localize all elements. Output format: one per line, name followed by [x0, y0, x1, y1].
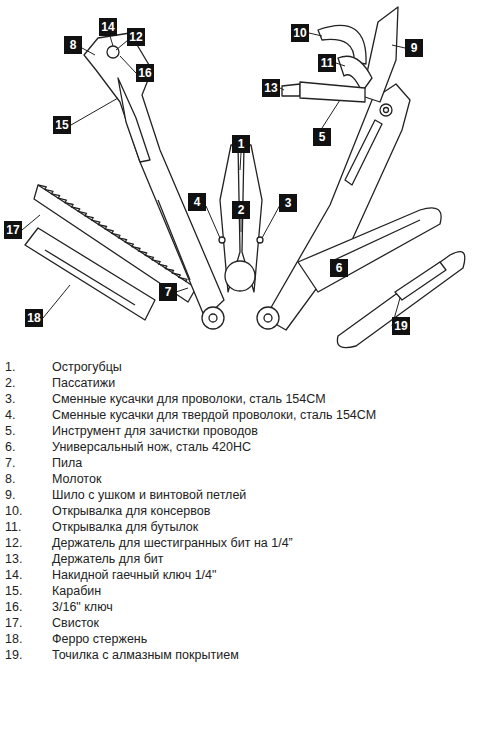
- list-number: 10.: [5, 504, 22, 519]
- list-number: 7.: [5, 456, 15, 471]
- list-number: 1.: [5, 360, 15, 375]
- callout-number: 10: [291, 24, 309, 42]
- list-number: 4.: [5, 408, 15, 423]
- callout-text: 12: [129, 30, 142, 44]
- part-name: Точилка с алмазным покрытием: [52, 648, 239, 663]
- callout-number: 7: [159, 283, 177, 301]
- list-number: 12.: [5, 536, 22, 551]
- bit: [282, 84, 300, 96]
- list-number: 19.: [5, 648, 22, 663]
- callout-text: 15: [55, 118, 68, 132]
- callout-text: 16: [138, 66, 151, 80]
- list-number: 18.: [5, 632, 22, 647]
- callout-text: 6: [336, 261, 343, 275]
- list-number: 16.: [5, 600, 22, 615]
- part-name: Универсальный нож, сталь 420HC: [52, 440, 251, 455]
- callout-number: 3: [279, 194, 297, 212]
- part-name: Пила: [52, 456, 82, 471]
- part-name: Держатель для бит: [52, 552, 164, 567]
- callout-number: 15: [53, 116, 71, 134]
- leader-lines: [22, 33, 405, 326]
- pivot: [384, 108, 389, 113]
- pivot: [257, 307, 279, 329]
- callout-text: 17: [6, 223, 19, 237]
- pivot: [209, 314, 217, 322]
- list-number: 6.: [5, 440, 15, 455]
- list-number: 3.: [5, 392, 15, 407]
- callout-text: 1: [238, 137, 245, 151]
- callout-number: 12: [127, 28, 145, 46]
- callout-text: 18: [27, 311, 40, 325]
- list-number: 17.: [5, 616, 22, 631]
- callout-number: 16: [136, 64, 154, 82]
- callout-text: 19: [394, 319, 407, 333]
- list-number: 13.: [5, 552, 22, 567]
- part-name: Сменные кусачки для проволоки, сталь 154…: [52, 392, 326, 407]
- pivot: [380, 104, 392, 116]
- part-name: Накидной гаечный ключ 1/4": [52, 568, 216, 583]
- part-name: 3/16" ключ: [52, 600, 113, 615]
- part-name: Пассатижи: [52, 376, 115, 391]
- part-name: Острогубцы: [52, 360, 122, 375]
- awl: [362, 7, 398, 102]
- part-name: Открывалка для бутылок: [52, 520, 198, 535]
- list-number: 5.: [5, 424, 15, 439]
- sharpener-sheath: [337, 252, 464, 348]
- part-name: Инструмент для зачистки проводов: [52, 424, 258, 439]
- callout-number: 5: [313, 128, 331, 146]
- part-name: Карабин: [52, 584, 101, 599]
- callout-text: 10: [293, 26, 306, 40]
- callout-number: 1: [232, 135, 250, 153]
- bit-holder: [300, 82, 365, 102]
- pivot: [225, 261, 255, 291]
- part-name: Сменные кусачки для твердой проволоки, с…: [52, 408, 376, 423]
- callout-text: 7: [165, 285, 172, 299]
- part-name: Шило с ушком и винтовой петлей: [52, 488, 246, 503]
- handle-slot: [345, 120, 382, 185]
- left-handle: [84, 33, 224, 318]
- callout-text: 4: [194, 195, 201, 209]
- callout-number: 4: [188, 193, 206, 211]
- ferro-rod: [25, 228, 155, 320]
- list-number: 11.: [5, 520, 21, 535]
- callout-number: 9: [405, 39, 423, 57]
- part-name: Свисток: [52, 616, 99, 631]
- handle-detail: [158, 200, 190, 280]
- callout-text: 9: [411, 41, 418, 55]
- callout-text: 2: [238, 203, 245, 217]
- part-name: Держатель для шестигранных бит на 1/4”: [52, 536, 293, 551]
- callout-number: 17: [4, 221, 22, 239]
- part-name: Открывалка для консервов: [52, 504, 210, 519]
- callout-number: 13: [262, 79, 280, 97]
- list-number: 15.: [5, 584, 22, 599]
- callout-text: 11: [321, 56, 334, 70]
- callout-number: 2: [232, 201, 250, 219]
- callout-number: 14: [99, 18, 117, 36]
- callout-text: 13: [264, 81, 277, 95]
- pivot: [264, 314, 272, 322]
- callout-number: 8: [64, 36, 82, 54]
- list-number: 9.: [5, 488, 15, 503]
- callout-number: 19: [392, 317, 410, 335]
- callout-number: 11: [318, 54, 336, 72]
- sheath-clip: [395, 262, 446, 300]
- part-name: Ферро стержень: [52, 632, 147, 647]
- pivot: [202, 307, 224, 329]
- handle-slot: [118, 78, 150, 162]
- knife-edge: [330, 220, 420, 262]
- callout-text: 8: [70, 38, 77, 52]
- callout-text: 5: [319, 130, 326, 144]
- callout-number: 6: [330, 259, 348, 277]
- list-number: 8.: [5, 472, 15, 487]
- right-handle: [265, 84, 410, 330]
- hex-wrench: [107, 46, 119, 58]
- list-number: 14.: [5, 568, 22, 583]
- list-number: 2.: [5, 376, 15, 391]
- callout-text: 3: [285, 196, 292, 210]
- callout-number: 18: [25, 309, 43, 327]
- part-name: Молоток: [52, 472, 101, 487]
- callout-text: 14: [101, 20, 114, 34]
